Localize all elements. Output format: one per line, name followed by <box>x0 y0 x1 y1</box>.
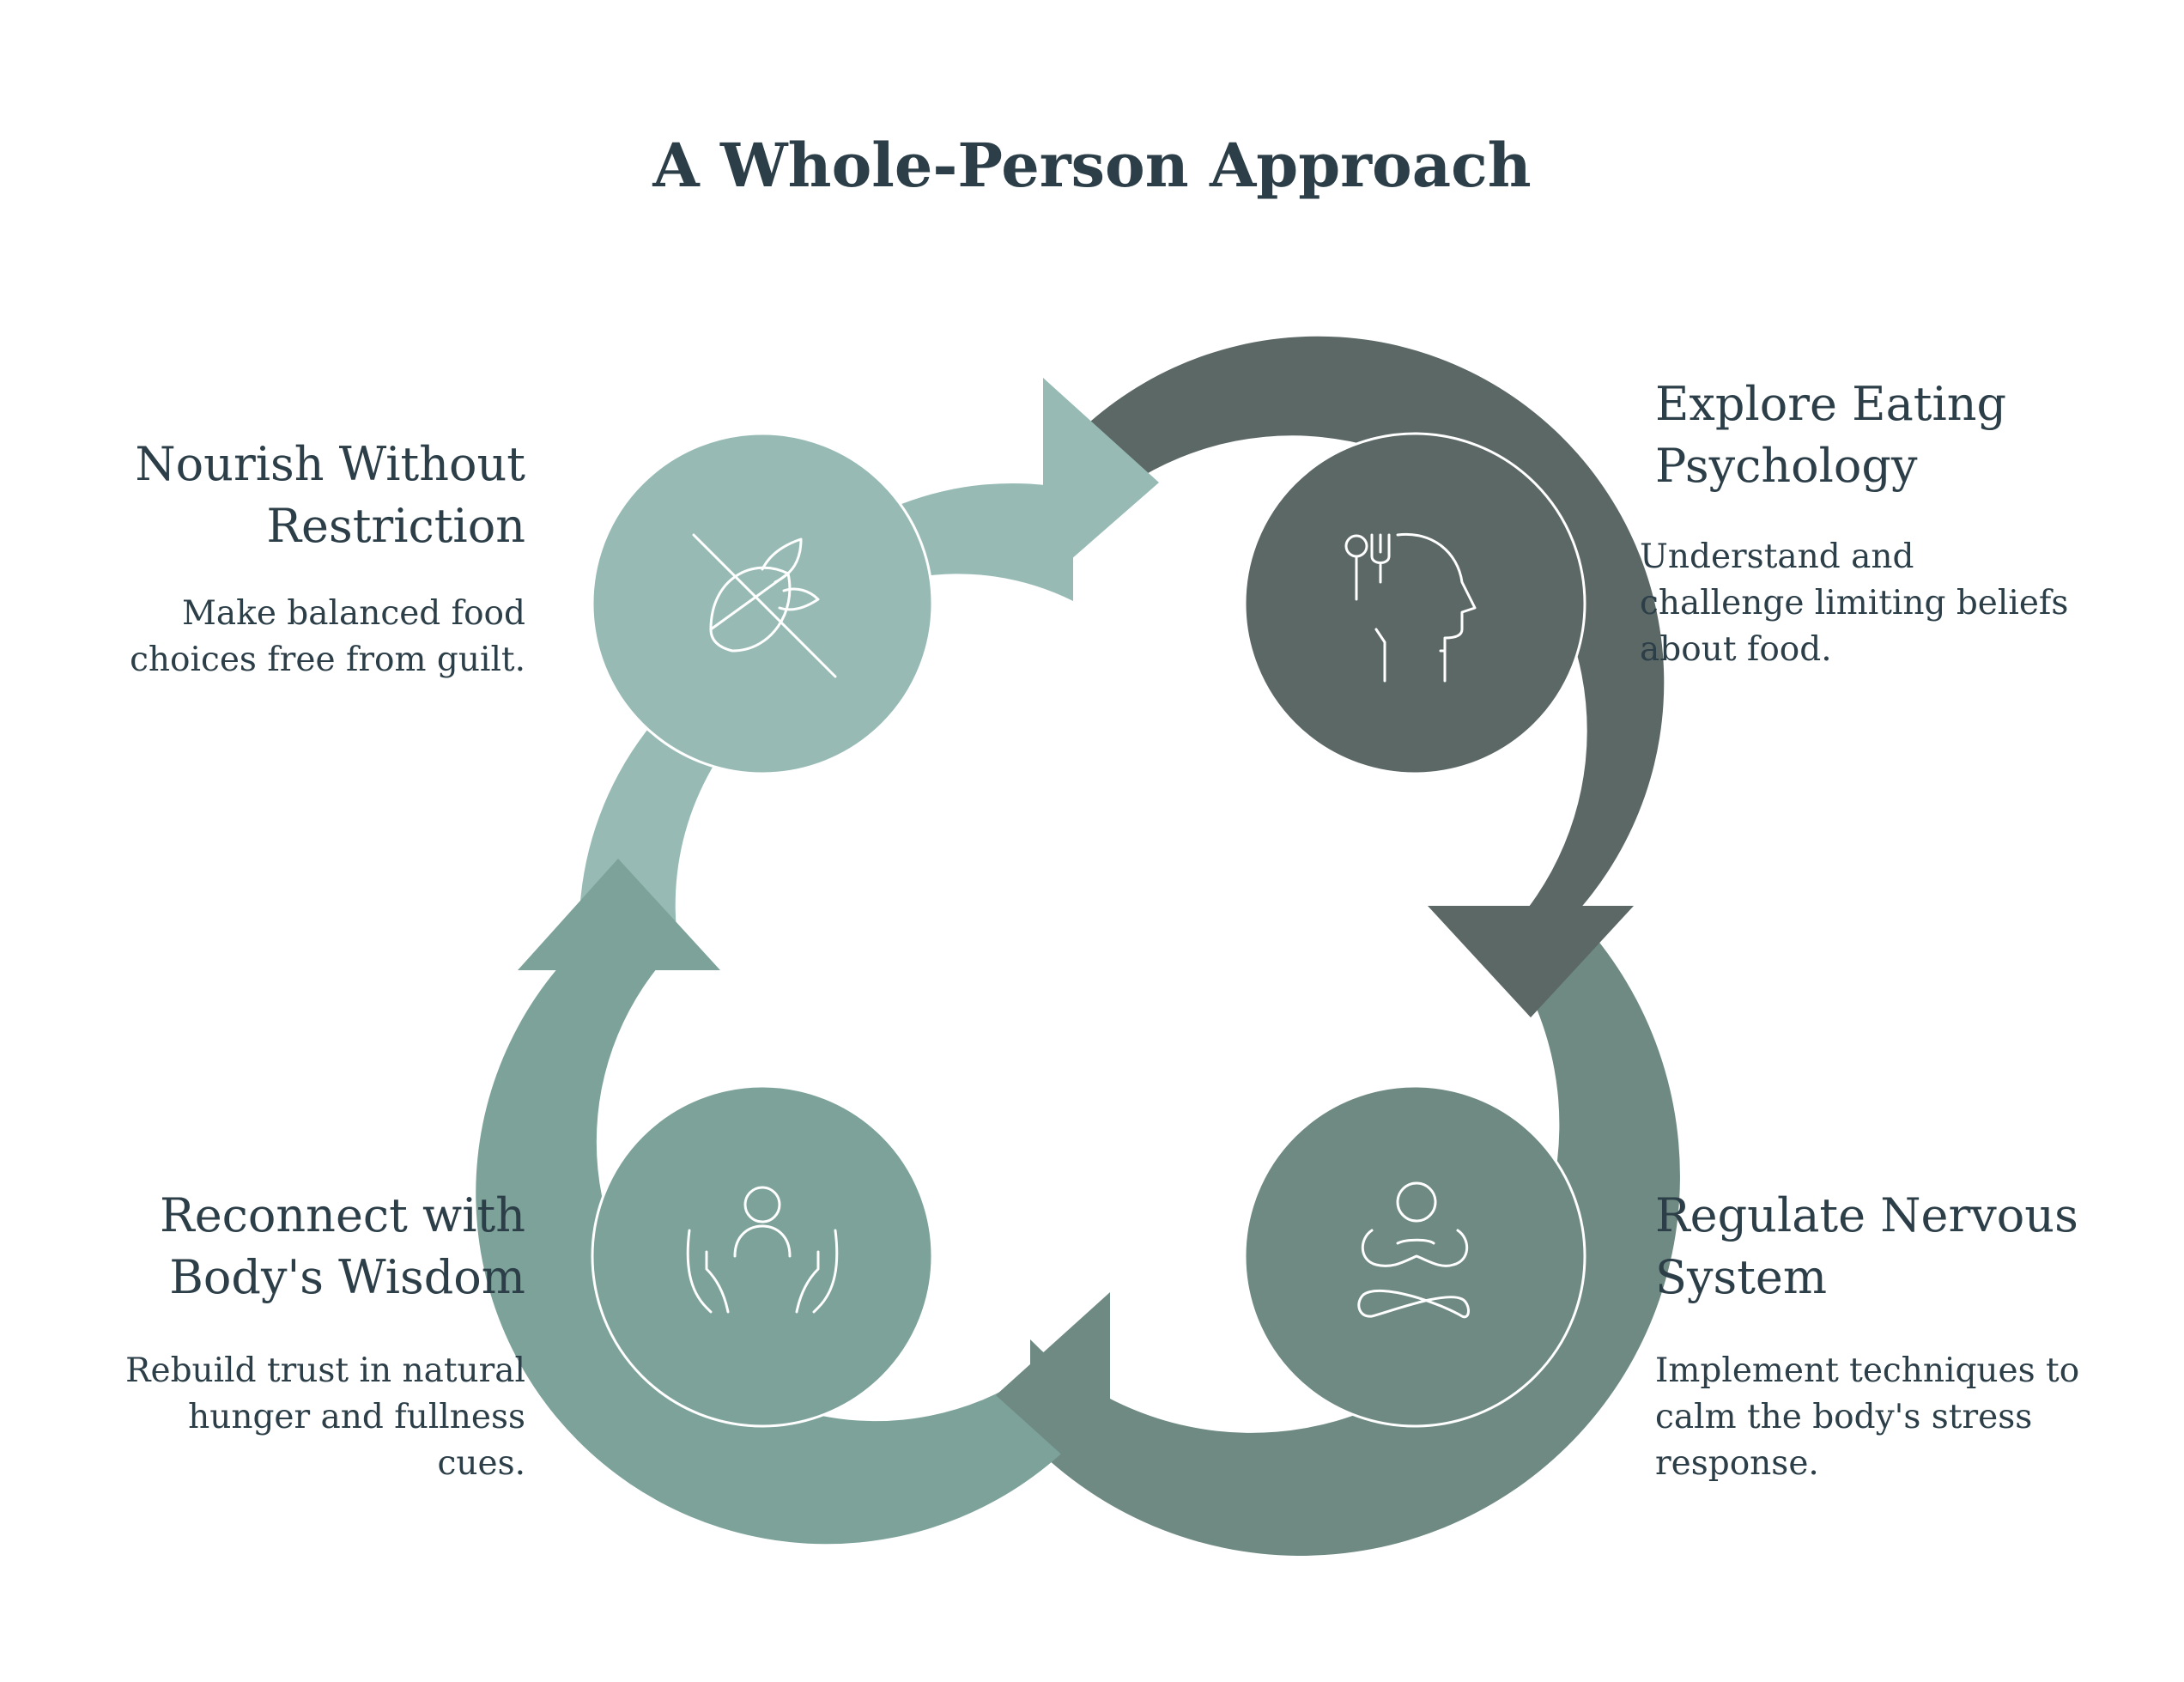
node-nourish <box>591 432 934 775</box>
step-reconnect-description: Rebuild trust in natural hunger and full… <box>125 1348 525 1487</box>
arrow-head-bottom <box>996 1292 1110 1498</box>
step-reconnect-title-line-1: Reconnect with <box>160 1188 525 1242</box>
node-regulate <box>1243 1084 1586 1428</box>
step-nourish-title-line-2: Restriction <box>266 499 525 553</box>
step-explore-title-line-1: Explore Eating <box>1655 377 2007 431</box>
page-title: A Whole-Person Approach <box>652 130 1532 201</box>
step-explore-desc-line-3: about food. <box>1640 630 1832 669</box>
step-explore-desc-line-1: Understand and <box>1640 537 1914 576</box>
node-reconnect <box>591 1084 934 1428</box>
step-reconnect-title: Reconnect with Body's Wisdom <box>160 1185 525 1309</box>
arrow-head-left <box>518 859 720 970</box>
step-explore-title: Explore Eating Psychology <box>1655 373 2006 497</box>
step-nourish-desc-line-2: choices free from guilt. <box>130 641 525 679</box>
step-reconnect-title-line-2: Body's Wisdom <box>169 1250 525 1304</box>
crossed-out-leaf-icon <box>692 533 837 678</box>
step-explore-description: Understand and challenge limiting belief… <box>1640 534 2068 673</box>
step-regulate-desc-line-2: calm the body's stress <box>1655 1398 2033 1436</box>
step-nourish-title: Nourish Without Restriction <box>135 434 525 557</box>
meditating-person-icon <box>1357 1181 1470 1319</box>
arrow-head-top <box>1043 378 1159 584</box>
step-regulate-desc-line-1: Implement techniques to <box>1655 1351 2080 1390</box>
head-with-spoon-and-fork-icon <box>1344 532 1477 683</box>
ring-segment-reconnect-to-nourish <box>476 944 1073 1545</box>
step-regulate-description: Implement techniques to calm the body's … <box>1655 1348 2079 1487</box>
step-nourish-desc-line-1: Make balanced food <box>182 594 525 633</box>
step-explore-desc-line-2: challenge limiting beliefs <box>1640 584 2069 622</box>
step-regulate-title-line-1: Regulate Nervous <box>1655 1188 2078 1242</box>
step-nourish-description: Make balanced food choices free from gui… <box>130 591 525 683</box>
step-reconnect-desc-line-2: hunger and fullness <box>188 1398 525 1436</box>
step-reconnect-desc-line-3: cues. <box>437 1444 525 1483</box>
arrow-head-right <box>1428 906 1634 1017</box>
step-regulate-title: Regulate Nervous System <box>1655 1185 2078 1309</box>
step-regulate-desc-line-3: response. <box>1655 1444 1819 1483</box>
step-explore-title-line-2: Psychology <box>1655 439 1918 493</box>
step-regulate-title-line-2: System <box>1655 1250 1828 1304</box>
ring-segment-regulate-to-reconnect <box>1030 910 1680 1556</box>
step-nourish-title-line-1: Nourish Without <box>135 437 525 491</box>
step-reconnect-desc-line-1: Rebuild trust in natural <box>125 1351 525 1390</box>
person-with-open-hands-icon <box>686 1186 839 1314</box>
node-explore <box>1243 432 1586 775</box>
